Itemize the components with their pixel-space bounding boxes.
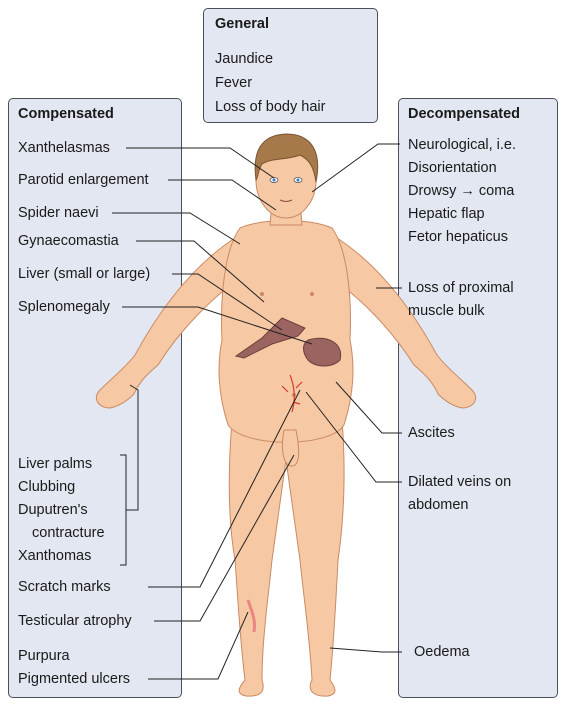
label-purpura: Purpura [18, 647, 70, 665]
label-spider-naevi: Spider naevi [18, 204, 99, 222]
label-neurological: Neurological, i.e. [408, 136, 516, 154]
label-drowsy-coma: Drowsy → coma [408, 182, 514, 200]
label-testicular-atrophy: Testicular atrophy [18, 612, 132, 630]
label-clubbing: Clubbing [18, 478, 75, 496]
hand-signs-leader [126, 385, 138, 510]
label-disorientation: Disorientation [408, 159, 497, 177]
hand-signs-bracket [120, 455, 126, 565]
label-ascites: Ascites [408, 424, 455, 442]
label-fetor-hepaticus: Fetor hepaticus [408, 228, 508, 246]
label-abdomen: abdomen [408, 496, 468, 514]
label-hepatic-flap: Hepatic flap [408, 205, 485, 223]
label-splenomegaly: Splenomegaly [18, 298, 110, 316]
label-scratch-marks: Scratch marks [18, 578, 111, 596]
label-muscle-bulk: muscle bulk [408, 302, 485, 320]
left-arm [334, 236, 476, 408]
general-item-body-hair: Loss of body hair [215, 98, 325, 116]
compensated-title: Compensated [18, 106, 114, 122]
decompensated-title: Decompensated [408, 106, 520, 122]
right-arm [96, 236, 238, 408]
label-contracture: contracture [32, 524, 105, 542]
general-item-jaundice: Jaundice [215, 50, 273, 68]
label-dilated-veins: Dilated veins on [408, 473, 511, 491]
label-xanthelasmas: Xanthelasmas [18, 139, 110, 157]
label-liver-palms: Liver palms [18, 455, 92, 473]
label-parotid: Parotid enlargement [18, 171, 149, 189]
label-loss-proximal: Loss of proximal [408, 279, 514, 297]
label-dupuytren: Duputren's [18, 501, 88, 519]
label-oedema: Oedema [414, 643, 470, 661]
label-gynaecomastia: Gynaecomastia [18, 232, 119, 250]
general-title: General [215, 16, 269, 32]
label-xanthomas: Xanthomas [18, 547, 91, 565]
general-item-fever: Fever [215, 74, 252, 92]
label-liver: Liver (small or large) [18, 265, 150, 283]
human-figure [96, 142, 475, 696]
label-pigmented-ulcers: Pigmented ulcers [18, 670, 130, 688]
